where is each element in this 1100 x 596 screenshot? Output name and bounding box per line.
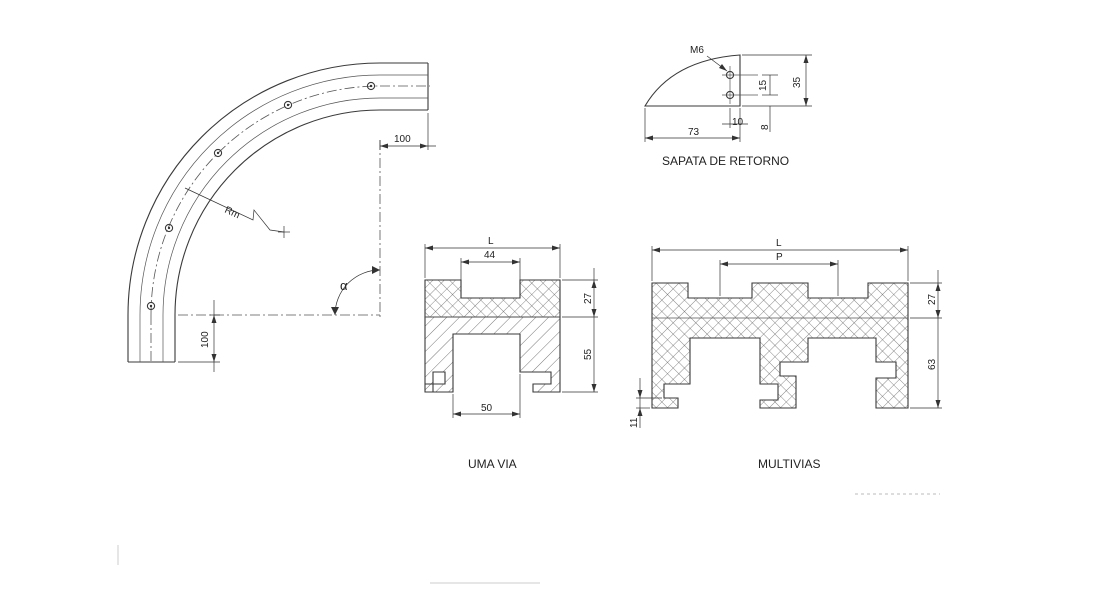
dim-horizontal-100: 100	[394, 134, 411, 145]
dim-shoe-bottom: 8	[760, 124, 771, 130]
dim-single-44: 44	[484, 250, 496, 261]
dim-multi-11: 11	[629, 417, 640, 428]
dim-single-L: L	[488, 236, 494, 247]
radius-label: Rm	[223, 205, 242, 222]
dim-vertical-100: 100	[200, 331, 211, 348]
dim-multi-27: 27	[927, 293, 938, 305]
thread-label: M6	[690, 45, 704, 56]
dim-single-50: 50	[481, 403, 493, 414]
radius-leader	[184, 187, 285, 233]
dim-hole-offset: 10	[732, 117, 744, 128]
dim-shoe-height: 35	[792, 76, 803, 88]
shoe-caption: SAPATA DE RETORNO	[662, 154, 789, 168]
multi-lane-profile	[651, 282, 909, 409]
curve-plan-view: Rm α 100 100	[127, 62, 436, 372]
dim-multi-L: L	[776, 238, 782, 249]
dim-shoe-width: 73	[688, 127, 700, 138]
dim-hole-pitch: 15	[758, 79, 769, 91]
dim-multi-63: 63	[927, 358, 938, 370]
mounting-hole-icon	[213, 148, 223, 158]
dim-single-55: 55	[583, 348, 594, 360]
mounting-hole-icon	[164, 223, 174, 233]
multi-lane-caption: MULTIVIAS	[758, 457, 820, 471]
single-lane-top-block	[424, 279, 561, 318]
angle-label: α	[340, 278, 348, 293]
mounting-hole-icon	[146, 301, 156, 311]
single-lane-section: L 44 27 55 50 UMA VIA	[424, 236, 598, 471]
return-shoe-view: M6 73 10 35 15 8 SAPATA DE RETORNO	[644, 45, 812, 168]
single-lane-body	[424, 316, 561, 393]
shoe-outline	[644, 54, 741, 107]
dim-multi-P: P	[776, 252, 783, 263]
dim-single-27: 27	[583, 292, 594, 304]
multi-lane-section: L P 27 63 11 MULTIVIAS	[629, 238, 942, 471]
mounting-hole-icon	[366, 81, 376, 91]
single-lane-caption: UMA VIA	[468, 457, 517, 471]
scan-artifacts	[117, 493, 940, 584]
mounting-hole-icon	[283, 100, 293, 110]
angle-arc	[334, 269, 381, 316]
